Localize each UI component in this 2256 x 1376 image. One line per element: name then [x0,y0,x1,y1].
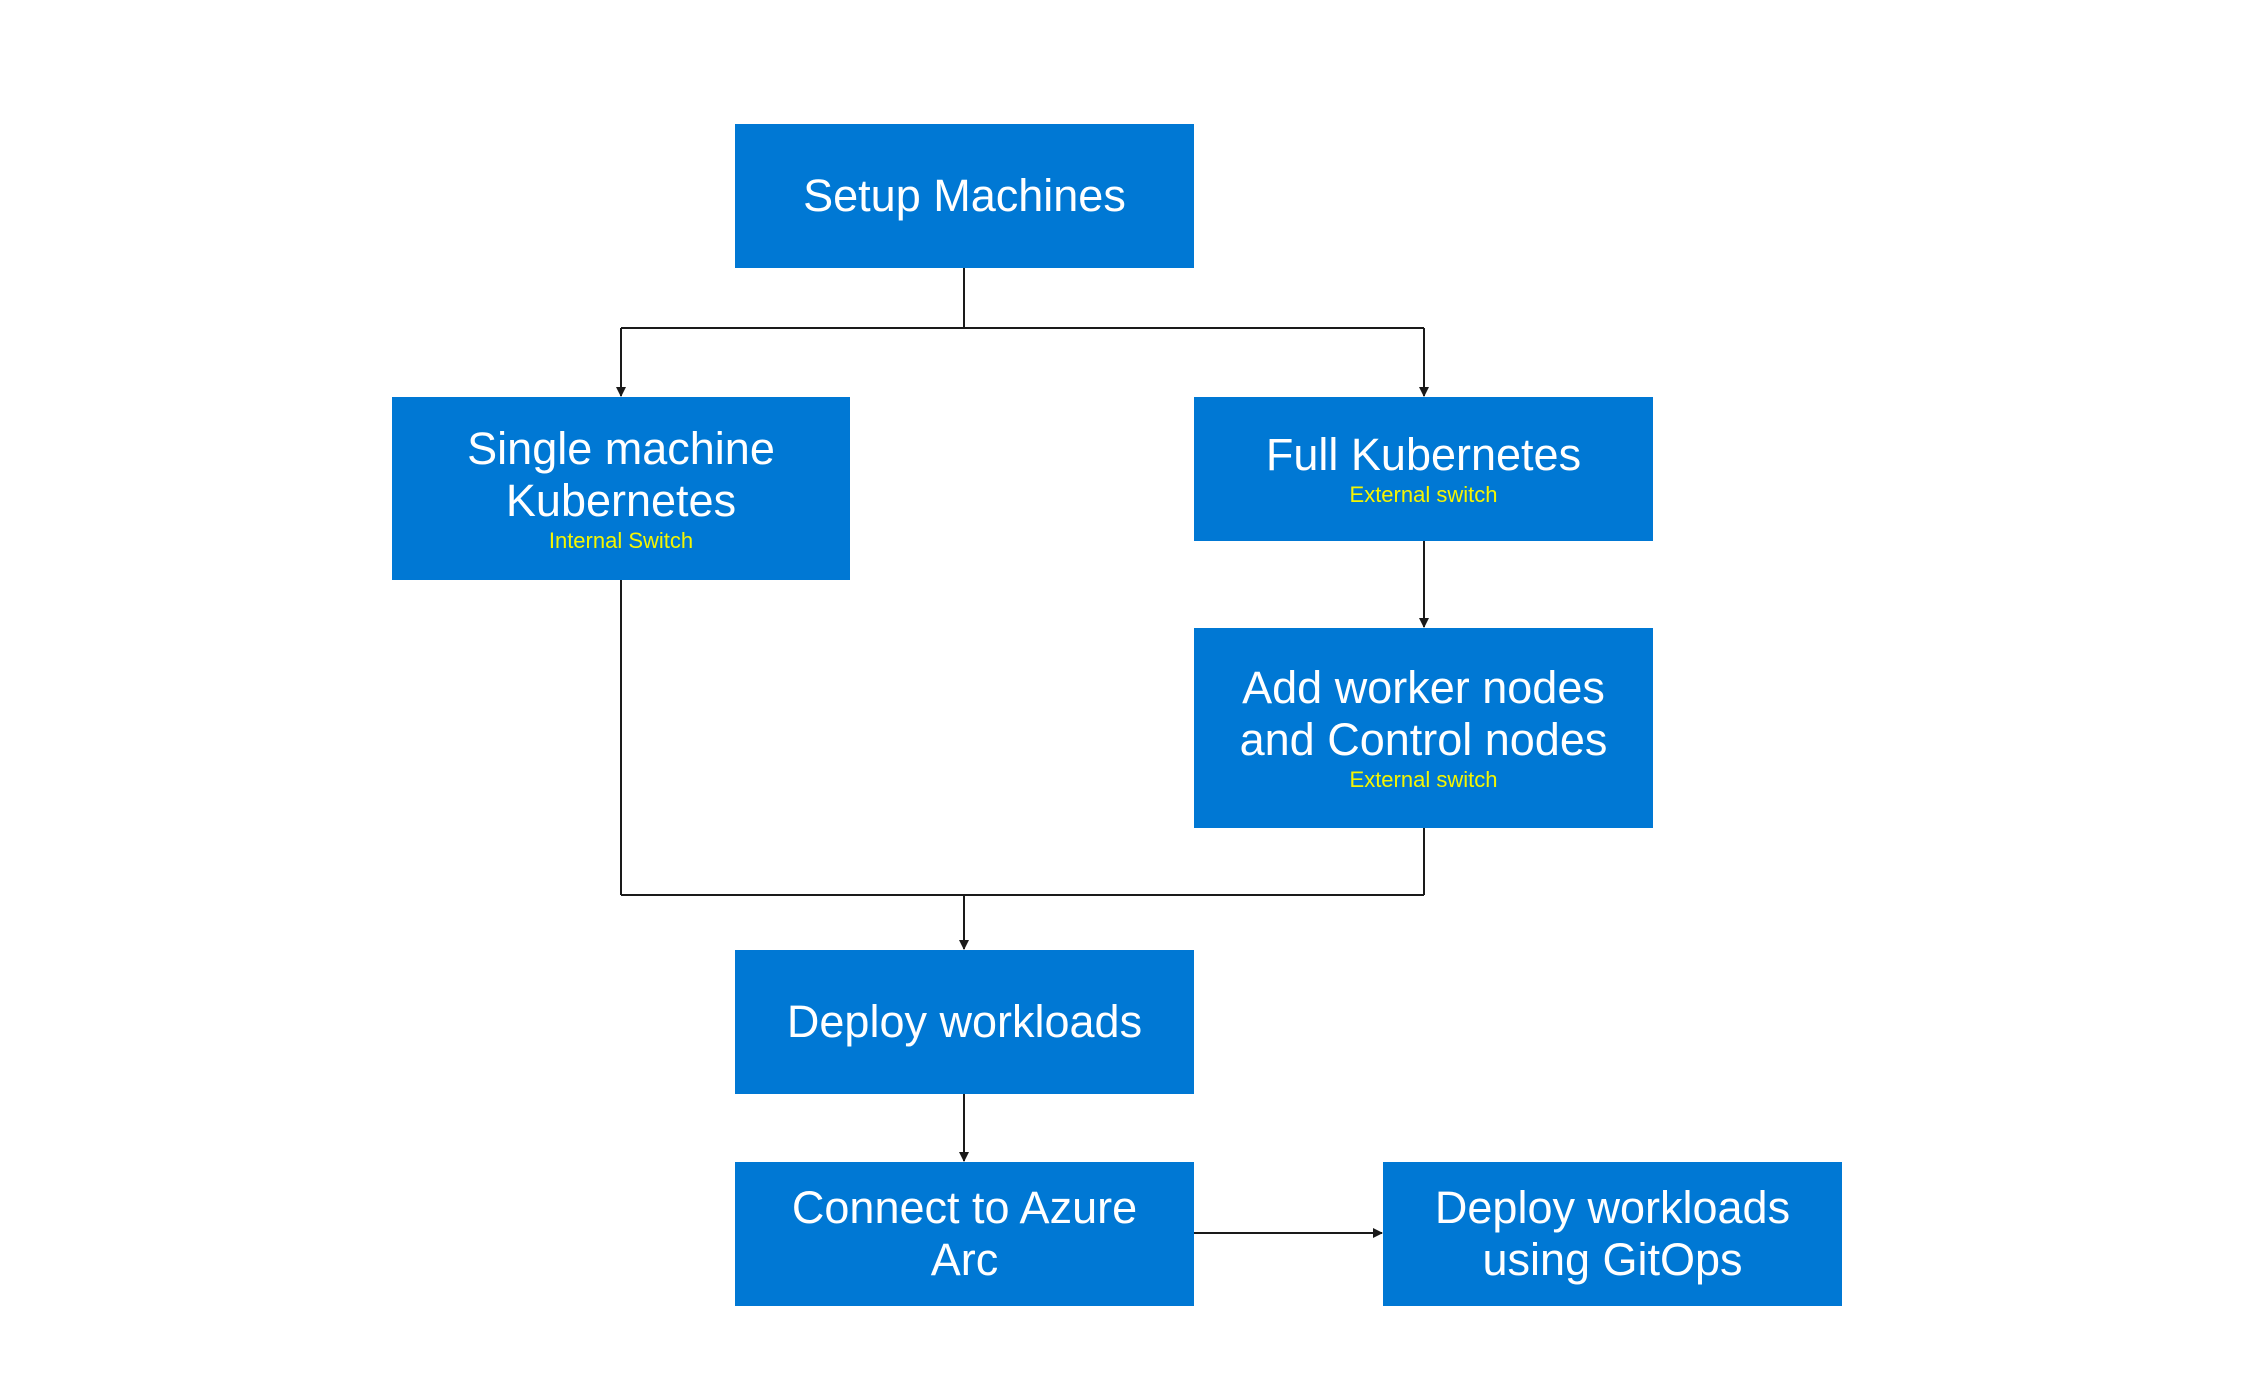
node-subtitle: External switch [1349,482,1498,507]
node-title: Add worker nodes and Control nodes [1239,662,1608,765]
node-subtitle: Internal Switch [548,527,694,553]
node-title: Deploy workloads using GitOps [1434,1182,1791,1285]
node-full-kubernetes: Full Kubernetes External switch [1194,397,1653,541]
node-title: Full Kubernetes [1265,429,1582,480]
node-single-machine-kubernetes: Single machine Kubernetes Internal Switc… [392,397,850,580]
node-deploy-workloads: Deploy workloads [735,950,1194,1094]
node-title: Single machine Kubernetes [467,422,775,526]
node-subtitle: External switch [1349,767,1498,792]
node-deploy-workloads-gitops: Deploy workloads using GitOps [1383,1162,1842,1306]
node-title: Setup Machines [803,170,1126,221]
node-connect-azure-arc: Connect to Azure Arc [735,1162,1194,1306]
node-title: Deploy workloads [786,996,1143,1047]
node-add-worker-nodes: Add worker nodes and Control nodes Exter… [1194,628,1653,828]
node-setup-machines: Setup Machines [735,124,1194,268]
node-title: Connect to Azure Arc [791,1182,1138,1285]
